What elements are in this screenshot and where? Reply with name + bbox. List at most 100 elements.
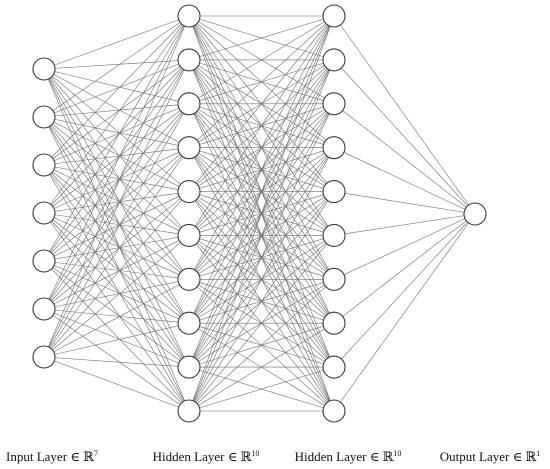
edge-l0-n4-to-n1 [43, 59, 190, 262]
edge-l0-n3-to-n5 [43, 212, 190, 236]
edge-l1-n3-to-n0 [188, 15, 335, 148]
edge-l0-n1-to-n3 [43, 116, 190, 148]
edge-l0-n5-to-n3 [43, 147, 190, 310]
node-layer2-8 [322, 355, 346, 379]
edge-l1-n8-to-n0 [188, 15, 335, 368]
edge-l2-n0-to-n0 [333, 15, 476, 215]
edge-l2-n8-to-n0 [333, 213, 476, 368]
edge-l0-n6-to-n8 [43, 356, 190, 368]
edge-l2-n5-to-n0 [333, 213, 476, 236]
edge-l0-n5-to-n7 [43, 308, 190, 324]
input-layer-label: Input Layer ∈ ℝ7 [6, 449, 98, 465]
hidden-layer-1-label: Hidden Layer ∈ ℝ10 [153, 449, 260, 465]
edge-l0-n2-to-n3 [43, 147, 190, 166]
edge-l2-n7-to-n0 [333, 213, 476, 324]
edge-l0-n5-to-n4 [43, 191, 190, 310]
edge-l1-n9-to-n6 [188, 279, 335, 412]
node-layer0-0 [32, 57, 56, 81]
node-layer1-9 [177, 399, 201, 423]
edge-l0-n1-to-n1 [43, 59, 190, 118]
edge-l2-n1-to-n0 [333, 59, 476, 215]
edge-l1-n9-to-n2 [188, 103, 335, 412]
node-layer2-9 [322, 399, 346, 423]
edge-l0-n0-to-n7 [43, 68, 190, 324]
edge-l0-n1-to-n0 [43, 15, 190, 118]
node-layer1-3 [177, 136, 201, 160]
node-layer0-1 [32, 105, 56, 129]
edge-l0-n1-to-n8 [43, 116, 190, 368]
edge-l0-n3-to-n3 [43, 147, 190, 214]
node-layer2-6 [322, 267, 346, 291]
edge-l0-n5-to-n2 [43, 103, 190, 310]
edge-l0-n4-to-n0 [43, 15, 190, 262]
layer-label-text: Input Layer [6, 449, 68, 464]
edge-l0-n6-to-n9 [43, 356, 190, 412]
node-layer1-2 [177, 92, 201, 116]
edge-l1-n5-to-n0 [188, 15, 335, 236]
edge-l0-n3-to-n9 [43, 212, 190, 412]
edge-l0-n0-to-n9 [43, 68, 190, 412]
layer-dimension: 1 [536, 449, 541, 458]
node-layer1-0 [177, 4, 201, 28]
edge-l0-n4-to-n2 [43, 103, 190, 262]
edge-l0-n1-to-n5 [43, 116, 190, 236]
layer-label-symbol: ∈ ℝ [512, 449, 537, 464]
node-layer2-4 [322, 180, 346, 204]
edge-l0-n3-to-n4 [43, 191, 190, 214]
edge-l0-n4-to-n9 [43, 260, 190, 412]
edge-l0-n2-to-n7 [43, 164, 190, 324]
node-layer1-7 [177, 311, 201, 335]
edge-l2-n3-to-n0 [333, 147, 476, 215]
edge-l0-n4-to-n5 [43, 235, 190, 262]
edge-l0-n2-to-n1 [43, 59, 190, 166]
edge-l0-n0-to-n1 [43, 59, 190, 70]
layer-label-symbol: ∈ ℝ [369, 449, 394, 464]
node-layer0-5 [32, 297, 56, 321]
layer-label-text: Output Layer [439, 449, 510, 464]
edge-l0-n4-to-n8 [43, 260, 190, 368]
edge-l0-n5-to-n0 [43, 15, 190, 310]
edge-l2-n6-to-n0 [333, 213, 476, 280]
edge-l2-n9-to-n0 [333, 213, 476, 412]
node-layer2-7 [322, 311, 346, 335]
edge-l0-n6-to-n7 [43, 322, 190, 358]
edge-l0-n1-to-n4 [43, 116, 190, 192]
edge-l0-n6-to-n0 [43, 15, 190, 358]
edge-l1-n1-to-n0 [188, 15, 335, 61]
layer-label-text: Hidden Layer [294, 449, 367, 464]
node-layer2-3 [322, 136, 346, 160]
edge-l0-n6-to-n1 [43, 59, 190, 358]
edge-l0-n5-to-n1 [43, 59, 190, 310]
edge-l0-n4-to-n4 [43, 191, 190, 262]
edge-l0-n2-to-n5 [43, 164, 190, 236]
edge-l0-n2-to-n9 [43, 164, 190, 412]
edge-l0-n4-to-n7 [43, 260, 190, 324]
edge-l0-n2-to-n4 [43, 164, 190, 192]
edge-l0-n0-to-n8 [43, 68, 190, 368]
edge-l1-n9-to-n4 [188, 191, 335, 412]
edge-l0-n1-to-n2 [43, 103, 190, 118]
output-layer-label: Output Layer ∈ ℝ1 [440, 449, 541, 465]
edge-l1-n9-to-n8 [188, 366, 335, 412]
edge-l0-n4-to-n3 [43, 147, 190, 262]
edge-l0-n3-to-n0 [43, 15, 190, 214]
edge-l0-n0-to-n3 [43, 68, 190, 148]
network-nodes [32, 4, 487, 423]
edge-l0-n0-to-n5 [43, 68, 190, 236]
node-layer0-4 [32, 249, 56, 273]
edge-l0-n3-to-n8 [43, 212, 190, 368]
edge-l0-n0-to-n0 [43, 15, 190, 70]
node-layer1-6 [177, 267, 201, 291]
edge-l0-n0-to-n4 [43, 68, 190, 192]
edge-l1-n6-to-n0 [188, 15, 335, 280]
edge-l0-n6-to-n4 [43, 191, 190, 358]
edge-l2-n2-to-n0 [333, 103, 476, 215]
edge-l1-n9-to-n1 [188, 59, 335, 412]
node-layer1-4 [177, 180, 201, 204]
edge-l0-n1-to-n6 [43, 116, 190, 280]
node-layer2-0 [322, 4, 346, 28]
edge-l0-n5-to-n6 [43, 279, 190, 310]
edge-l0-n1-to-n7 [43, 116, 190, 324]
edge-l2-n4-to-n0 [333, 191, 476, 215]
